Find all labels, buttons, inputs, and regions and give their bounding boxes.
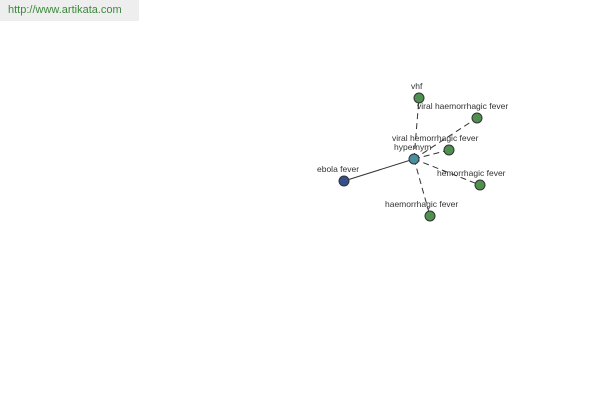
node-vhf[interactable] <box>413 92 425 104</box>
node-ebola-fever[interactable] <box>338 175 350 187</box>
label-ebola-fever[interactable]: ebola fever <box>317 164 359 174</box>
source-url-banner[interactable]: http://www.artikata.com <box>0 0 139 21</box>
label-viral-hemorrhagic-fever[interactable]: viral hemorrhagic fever <box>392 133 479 143</box>
label-hemorrhagic-fever[interactable]: hemorrhagic fever <box>437 168 506 178</box>
label-viral-haemorrhagic-fever[interactable]: viral haemorrhagic fever <box>417 101 508 111</box>
label-layer: ebola fever vhf viral haemorrhagic fever vi… <box>317 81 508 209</box>
edge-ebola-fever <box>343 158 415 182</box>
node-hemorrhagic-fever[interactable] <box>474 179 486 191</box>
node-haemorrhagic-fever[interactable] <box>424 210 436 222</box>
label-vhf[interactable]: vhf <box>411 81 423 91</box>
label-haemorrhagic-fever[interactable]: haemorrhagic fever <box>385 199 458 209</box>
edge-layer <box>343 97 481 217</box>
node-viral-hemorrhagic-fever[interactable] <box>443 144 455 156</box>
edge-hemorrhagic-fever <box>413 158 481 186</box>
node-viral-haemorrhagic-fever[interactable] <box>471 112 483 124</box>
edge-vhf <box>413 97 420 160</box>
node-layer <box>338 92 486 222</box>
label-hypernym[interactable]: hypernym <box>394 142 431 152</box>
edge-viral-haemorrhagic-fever <box>413 117 478 160</box>
edge-viral-hemorrhagic-fever <box>413 149 450 160</box>
node-hypernym[interactable] <box>408 153 420 165</box>
